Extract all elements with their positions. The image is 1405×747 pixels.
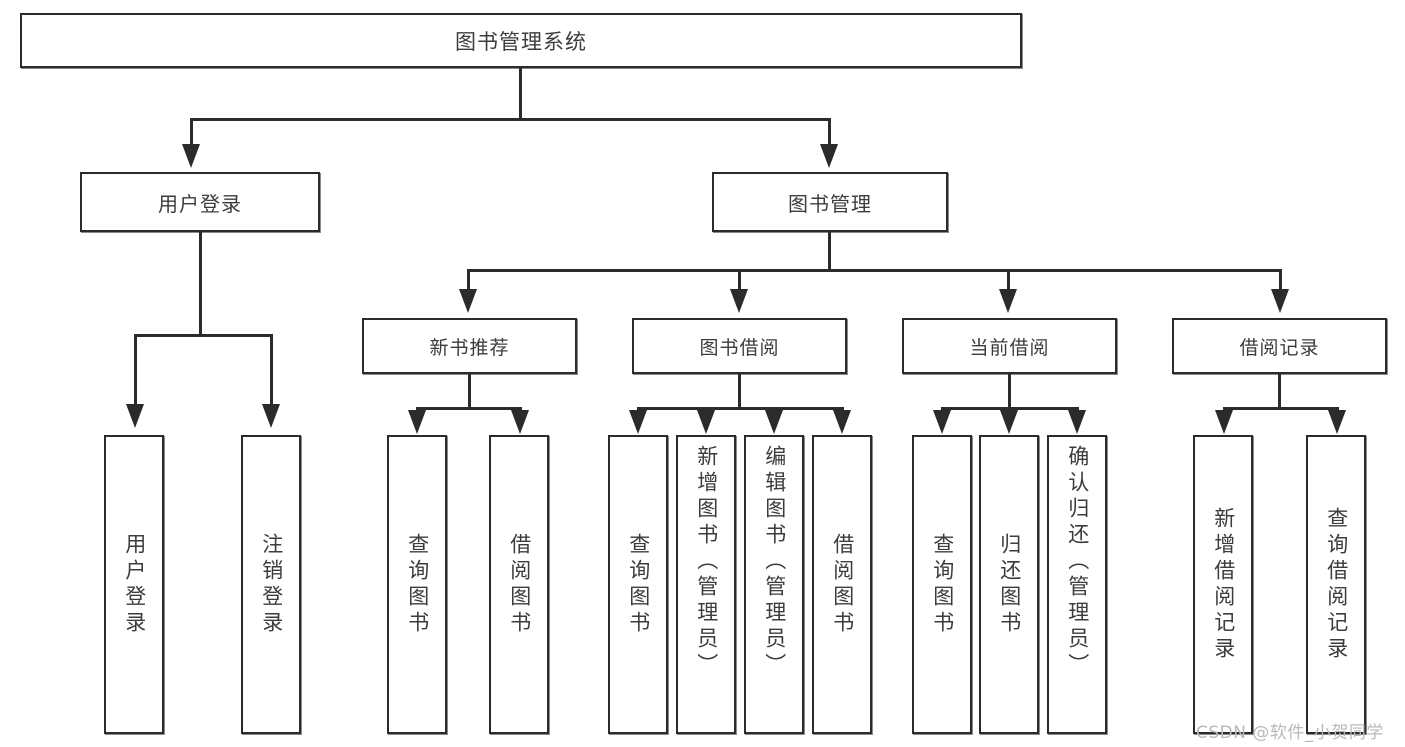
node-new-book-recommend-label: 新书推荐: [429, 336, 510, 359]
connector-user-login-to-leaf1: [134, 334, 137, 406]
arrow-current-to-leaf2: [1000, 410, 1018, 434]
leaf-add-borrow-record-label: 新增借阅记录: [1211, 506, 1236, 663]
arrow-current-to-leaf1: [933, 410, 951, 434]
csdn-watermark: CSDN @软件_小贺同学: [1196, 723, 1384, 743]
arrow-borrow-to-leaf3: [765, 410, 783, 434]
arrow-borrow-to-leaf2: [697, 410, 715, 434]
node-current-borrow[interactable]: 当前借阅: [902, 318, 1117, 374]
node-book-borrow-label: 图书借阅: [699, 336, 780, 359]
connector-current-stem: [1008, 374, 1011, 410]
connector-borrow-bar: [637, 407, 843, 410]
connector-root-to-user-login: [190, 118, 193, 146]
connector-borrow-stem: [738, 374, 741, 410]
arrow-records-to-leaf2: [1328, 410, 1346, 434]
leaf-borrow-book-label: 借阅图书: [830, 532, 855, 637]
leaf-query-borrow-record-label: 查询借阅记录: [1324, 506, 1349, 663]
connector-book-manage-to-new-book: [467, 269, 470, 291]
node-root-book-management-system[interactable]: 图书管理系统: [20, 13, 1022, 68]
connector-user-login-to-leaf2: [270, 334, 273, 406]
connector-user-login-bar: [134, 334, 273, 337]
node-borrow-records[interactable]: 借阅记录: [1172, 318, 1387, 374]
node-user-login-label: 用户登录: [158, 191, 242, 216]
connector-book-manage-to-records: [1279, 269, 1282, 291]
connector-book-manage-bar: [467, 269, 1282, 272]
connector-book-manage-stem: [828, 232, 831, 272]
leaf-new-borrow-book-label: 借阅图书: [507, 532, 532, 637]
connector-records-bar: [1223, 407, 1336, 410]
arrow-root-to-user-login: [182, 144, 200, 168]
leaf-new-query-book[interactable]: 查询图书: [387, 435, 447, 734]
arrow-borrow-to-leaf4: [833, 410, 851, 434]
leaf-query-borrow-record[interactable]: 查询借阅记录: [1306, 435, 1366, 734]
arrow-current-to-leaf3: [1068, 410, 1086, 434]
leaf-logout[interactable]: 注销登录: [241, 435, 301, 734]
leaf-logout-label: 注销登录: [259, 532, 284, 637]
arrow-new-book-to-leaf1: [408, 410, 426, 434]
arrow-borrow-to-leaf1: [629, 410, 647, 434]
leaf-edit-book-admin-label: 编辑图书（管理员）: [762, 445, 787, 679]
leaf-new-borrow-book[interactable]: 借阅图书: [489, 435, 549, 734]
leaf-add-book-admin-label: 新增图书（管理员）: [694, 445, 719, 679]
leaf-borrow-book[interactable]: 借阅图书: [812, 435, 872, 734]
arrow-records-to-leaf1: [1215, 410, 1233, 434]
arrow-book-manage-to-current: [999, 289, 1017, 313]
leaf-current-query-book-label: 查询图书: [930, 532, 955, 637]
arrow-book-manage-to-new-book: [459, 289, 477, 313]
leaf-add-borrow-record[interactable]: 新增借阅记录: [1193, 435, 1253, 734]
leaf-user-login-label: 用户登录: [122, 532, 147, 637]
node-borrow-records-label: 借阅记录: [1239, 336, 1320, 359]
arrow-book-manage-to-borrow: [730, 289, 748, 313]
connector-user-login-stem: [199, 232, 202, 336]
arrow-user-login-to-leaf2: [262, 404, 280, 428]
leaf-return-book-label: 归还图书: [997, 532, 1022, 637]
leaf-borrow-query-book[interactable]: 查询图书: [608, 435, 668, 734]
node-book-borrow[interactable]: 图书借阅: [632, 318, 847, 374]
connector-book-manage-to-current: [1007, 269, 1010, 291]
connector-new-book-stem: [468, 374, 471, 410]
leaf-borrow-query-book-label: 查询图书: [626, 532, 651, 637]
connector-records-stem: [1278, 374, 1281, 410]
connector-root-stem: [519, 68, 522, 118]
leaf-current-query-book[interactable]: 查询图书: [912, 435, 972, 734]
leaf-confirm-return-admin-label: 确认归还（管理员）: [1065, 445, 1090, 679]
connector-root-to-book-manage: [828, 118, 831, 146]
arrow-user-login-to-leaf1: [126, 404, 144, 428]
node-book-manage[interactable]: 图书管理: [712, 172, 948, 232]
connector-book-manage-to-borrow: [738, 269, 741, 291]
leaf-user-login[interactable]: 用户登录: [104, 435, 164, 734]
connector-root-bar: [190, 118, 831, 121]
connector-new-book-bar: [416, 407, 521, 410]
arrow-book-manage-to-records: [1271, 289, 1289, 313]
leaf-new-query-book-label: 查询图书: [405, 532, 430, 637]
node-current-borrow-label: 当前借阅: [969, 336, 1050, 359]
node-user-login[interactable]: 用户登录: [80, 172, 320, 232]
node-root-label: 图书管理系统: [455, 29, 587, 54]
arrow-new-book-to-leaf2: [511, 410, 529, 434]
leaf-add-book-admin[interactable]: 新增图书（管理员）: [676, 435, 736, 734]
node-new-book-recommend[interactable]: 新书推荐: [362, 318, 577, 374]
leaf-confirm-return-admin[interactable]: 确认归还（管理员）: [1047, 435, 1107, 734]
node-book-manage-label: 图书管理: [788, 191, 872, 216]
leaf-return-book[interactable]: 归还图书: [979, 435, 1039, 734]
leaf-edit-book-admin[interactable]: 编辑图书（管理员）: [744, 435, 804, 734]
arrow-root-to-book-manage: [820, 144, 838, 168]
